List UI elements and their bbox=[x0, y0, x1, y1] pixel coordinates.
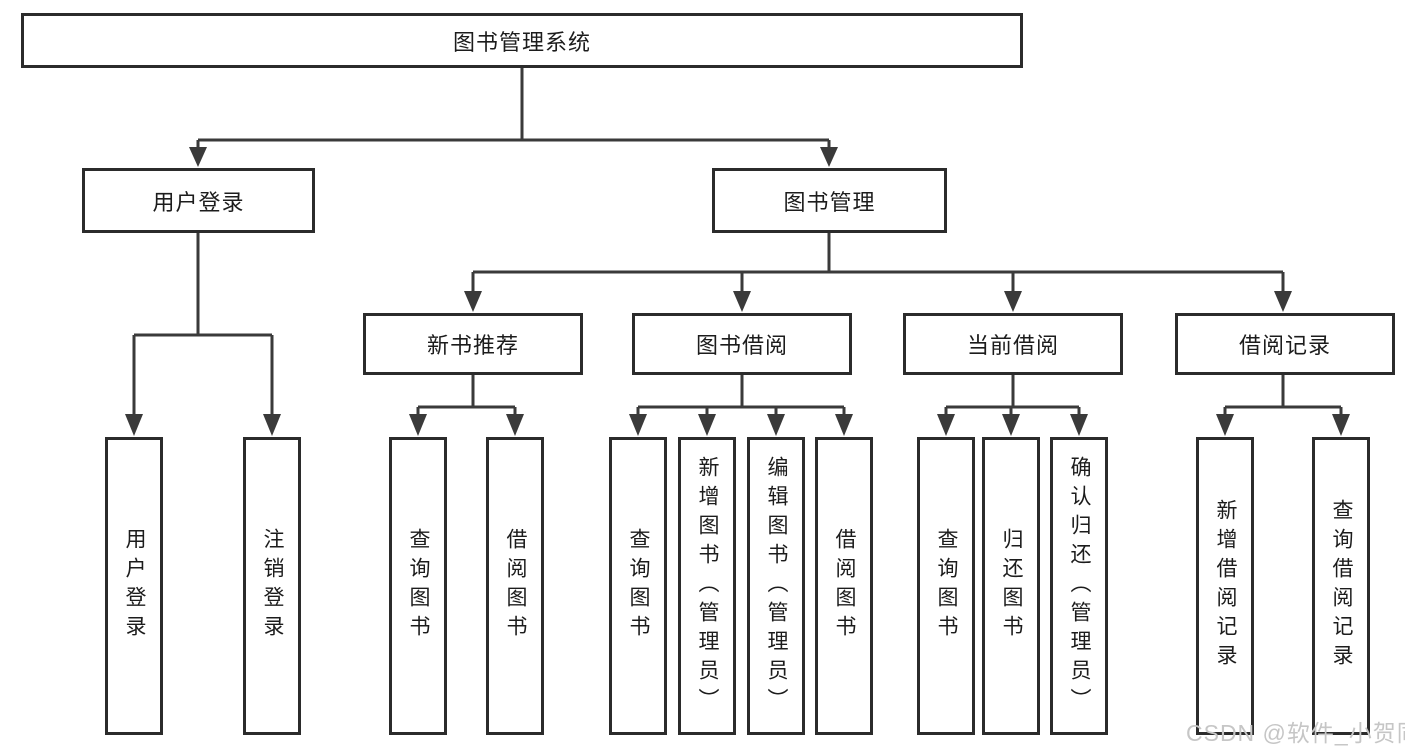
node-new-book-recommend: 新书推荐 bbox=[363, 313, 583, 375]
leaf-logout: 注销登录 bbox=[243, 437, 301, 735]
node-current-borrow: 当前借阅 bbox=[903, 313, 1123, 375]
leaf-current-query-books: 查询图书 bbox=[917, 437, 975, 735]
watermark: CSDN @软件_小贺同学 bbox=[1186, 720, 1405, 746]
node-borrow-record: 借阅记录 bbox=[1175, 313, 1395, 375]
leaf-record-add-borrow-record: 新增借阅记录 bbox=[1196, 437, 1254, 735]
leaf-current-confirm-return-admin: 确认归还（管理员） bbox=[1050, 437, 1108, 735]
leaf-borrow-borrow-books: 借阅图书 bbox=[815, 437, 873, 735]
leaf-borrow-add-books-admin: 新增图书（管理员） bbox=[678, 437, 736, 735]
leaf-recommend-query-books: 查询图书 bbox=[389, 437, 447, 735]
node-root: 图书管理系统 bbox=[21, 13, 1023, 68]
node-book-management: 图书管理 bbox=[712, 168, 947, 233]
node-user-login: 用户登录 bbox=[82, 168, 315, 233]
leaf-record-query-borrow-record: 查询借阅记录 bbox=[1312, 437, 1370, 735]
leaf-borrow-edit-books-admin: 编辑图书（管理员） bbox=[747, 437, 805, 735]
node-book-borrow: 图书借阅 bbox=[632, 313, 852, 375]
leaf-user-login: 用户登录 bbox=[105, 437, 163, 735]
leaf-current-return-books: 归还图书 bbox=[982, 437, 1040, 735]
leaf-borrow-query-books: 查询图书 bbox=[609, 437, 667, 735]
leaf-recommend-borrow-books: 借阅图书 bbox=[486, 437, 544, 735]
